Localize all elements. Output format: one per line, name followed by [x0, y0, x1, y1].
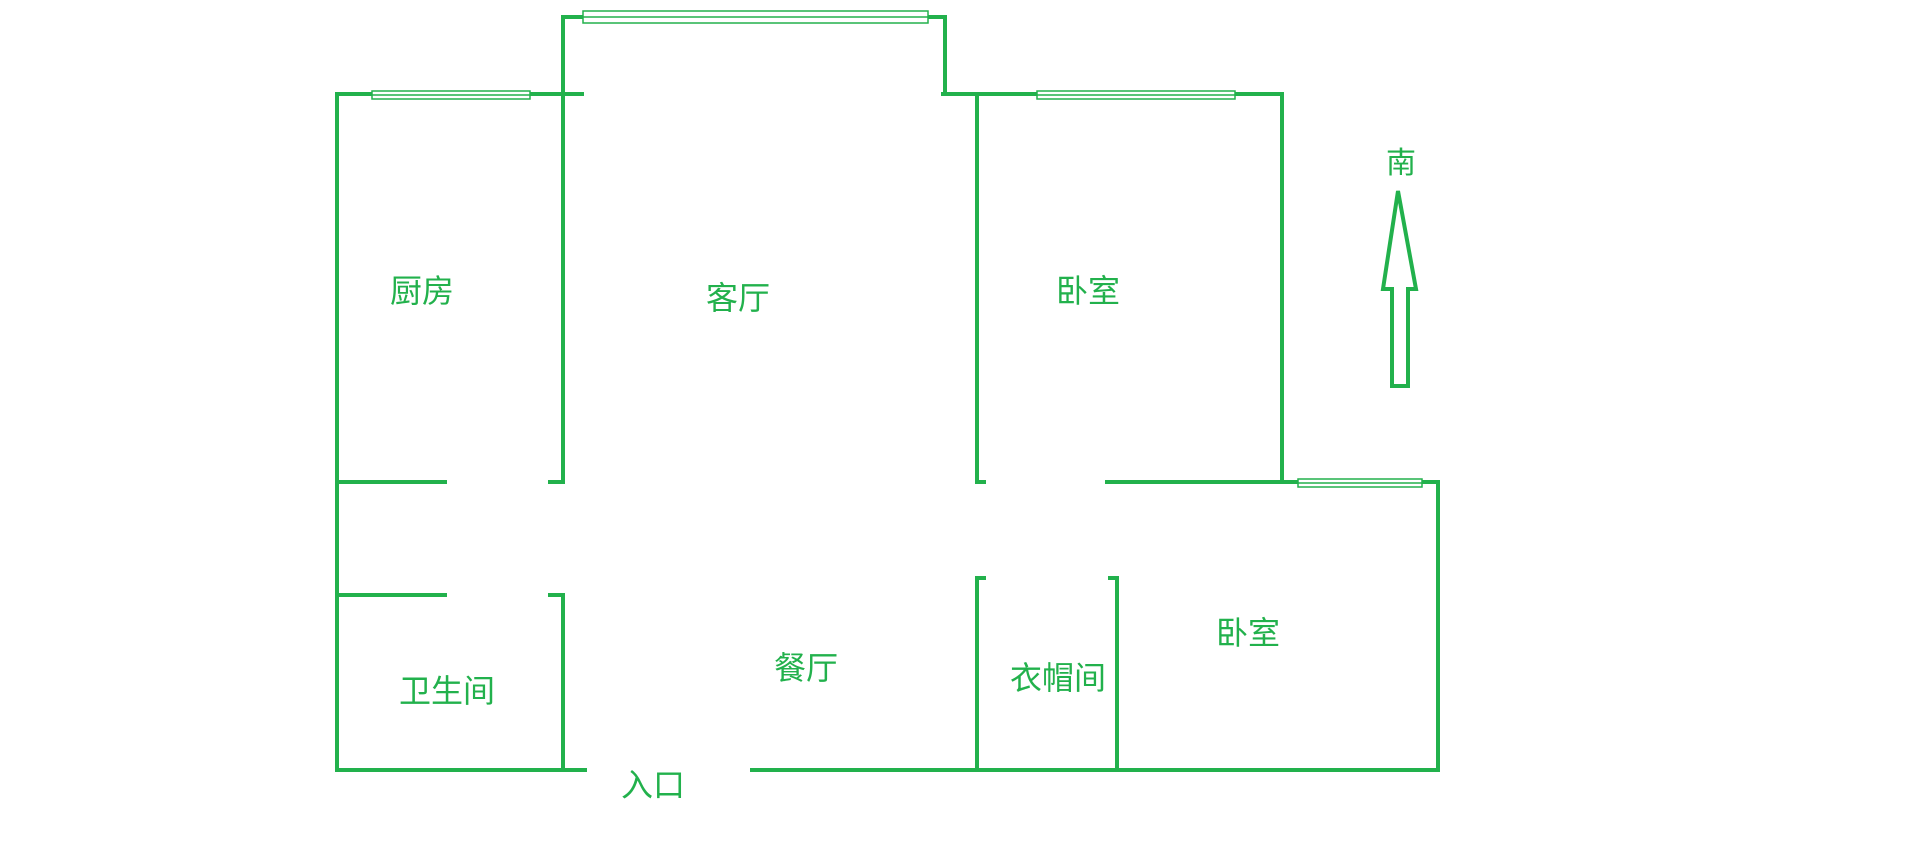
walls — [335, 15, 1440, 772]
room-label-bedroom-south: 卧室 — [1216, 614, 1280, 652]
window-bedroom-north — [1036, 90, 1236, 100]
room-label-kitchen: 厨房 — [390, 272, 454, 310]
compass-label: 南 — [1386, 146, 1416, 181]
entrance-label: 入口 — [621, 766, 685, 804]
room-label-living-room: 客厅 — [706, 279, 770, 317]
room-label-dining-room: 餐厅 — [774, 649, 838, 687]
window-living-room — [582, 10, 929, 24]
arrow-up-icon — [1380, 190, 1419, 388]
room-label-bedroom-north: 卧室 — [1056, 272, 1120, 310]
room-label-cloakroom: 衣帽间 — [1010, 659, 1106, 697]
window-kitchen — [371, 90, 531, 100]
window-bedroom-south — [1297, 478, 1423, 488]
compass: 南 — [1380, 146, 1419, 388]
windows — [371, 10, 1423, 488]
room-label-bathroom: 卫生间 — [399, 672, 495, 710]
room-labels: 厨房 客厅 卧室 卧室 卫生间 餐厅 衣帽间 入口 — [390, 272, 1280, 804]
wall — [561, 15, 947, 96]
